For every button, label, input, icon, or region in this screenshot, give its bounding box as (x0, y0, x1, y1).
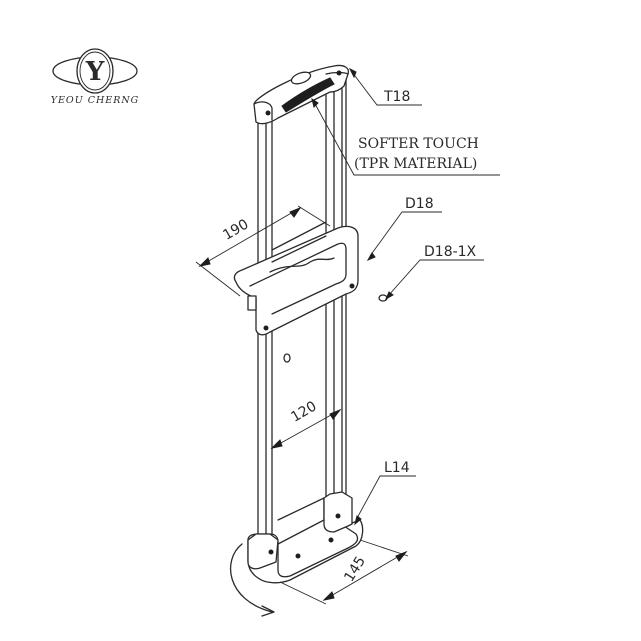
dimension-lines (195, 205, 409, 605)
callout-d18: D18 (405, 196, 434, 212)
dimension-190: 190 (220, 216, 251, 243)
bracket-d18 (233, 221, 359, 363)
callout-grip-line1: SOFTER TOUCH (358, 136, 479, 152)
handle-t18 (253, 64, 350, 125)
leader-lines (311, 67, 500, 526)
logo-monogram: Y (85, 57, 105, 87)
dimension-120: 120 (288, 398, 319, 425)
callout-l14: L14 (384, 460, 410, 476)
callout-grip-line2: (TPR MATERIAL) (354, 156, 477, 172)
company-logo: Y YEOU CHERNG (51, 48, 140, 106)
callout-t18: T18 (383, 89, 410, 105)
logo-company-name: YEOU CHERNG (51, 95, 140, 106)
callout-d18-1x: D18-1X (424, 244, 477, 260)
base-l14 (229, 491, 364, 617)
dimension-145: 145 (341, 554, 369, 585)
screw-d18-1x (378, 294, 388, 302)
